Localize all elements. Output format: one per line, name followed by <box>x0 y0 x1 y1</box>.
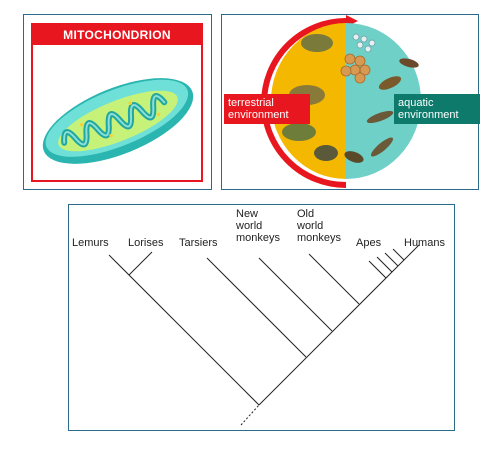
mitochondrion-title: MITOCHONDRION <box>33 25 201 45</box>
branch-apes-4 <box>392 248 405 261</box>
branch-lorises <box>128 251 153 276</box>
taxon-humans: Humans <box>404 237 445 249</box>
mitochondrion-illustration <box>31 23 203 182</box>
mitochondrion-panel: MITOCHONDRION <box>23 14 212 190</box>
taxon-tarsiers: Tarsiers <box>179 237 218 249</box>
root-stub-dashed <box>240 404 260 426</box>
branch-old-world-monkeys <box>308 253 360 305</box>
trunk-to-humans <box>258 244 420 406</box>
branch-tarsiers <box>206 257 307 358</box>
terrestrial-environment-label: terrestrial environment <box>224 94 310 124</box>
branch-apes-2 <box>376 256 393 273</box>
cladogram-tree <box>108 244 420 426</box>
frog-life-cycle-panel: terrestrial environment aquatic environm… <box>221 14 480 190</box>
taxon-lemurs: Lemurs <box>72 237 109 249</box>
branch-apes-3 <box>384 252 399 267</box>
branch-new-world-monkeys <box>258 257 333 332</box>
taxon-old-world-monkeys: Old world monkeys <box>297 208 342 244</box>
aquatic-environment-label: aquatic environment <box>394 94 480 124</box>
taxon-apes: Apes <box>356 237 382 249</box>
taxon-new-world-monkeys: New world monkeys <box>236 208 281 244</box>
branch-lemurs <box>108 254 260 406</box>
taxon-lorises: Lorises <box>128 237 164 249</box>
primate-cladogram-panel: Lemurs Lorises Tarsiers New world monkey… <box>68 204 455 431</box>
branch-apes-1 <box>368 260 387 279</box>
